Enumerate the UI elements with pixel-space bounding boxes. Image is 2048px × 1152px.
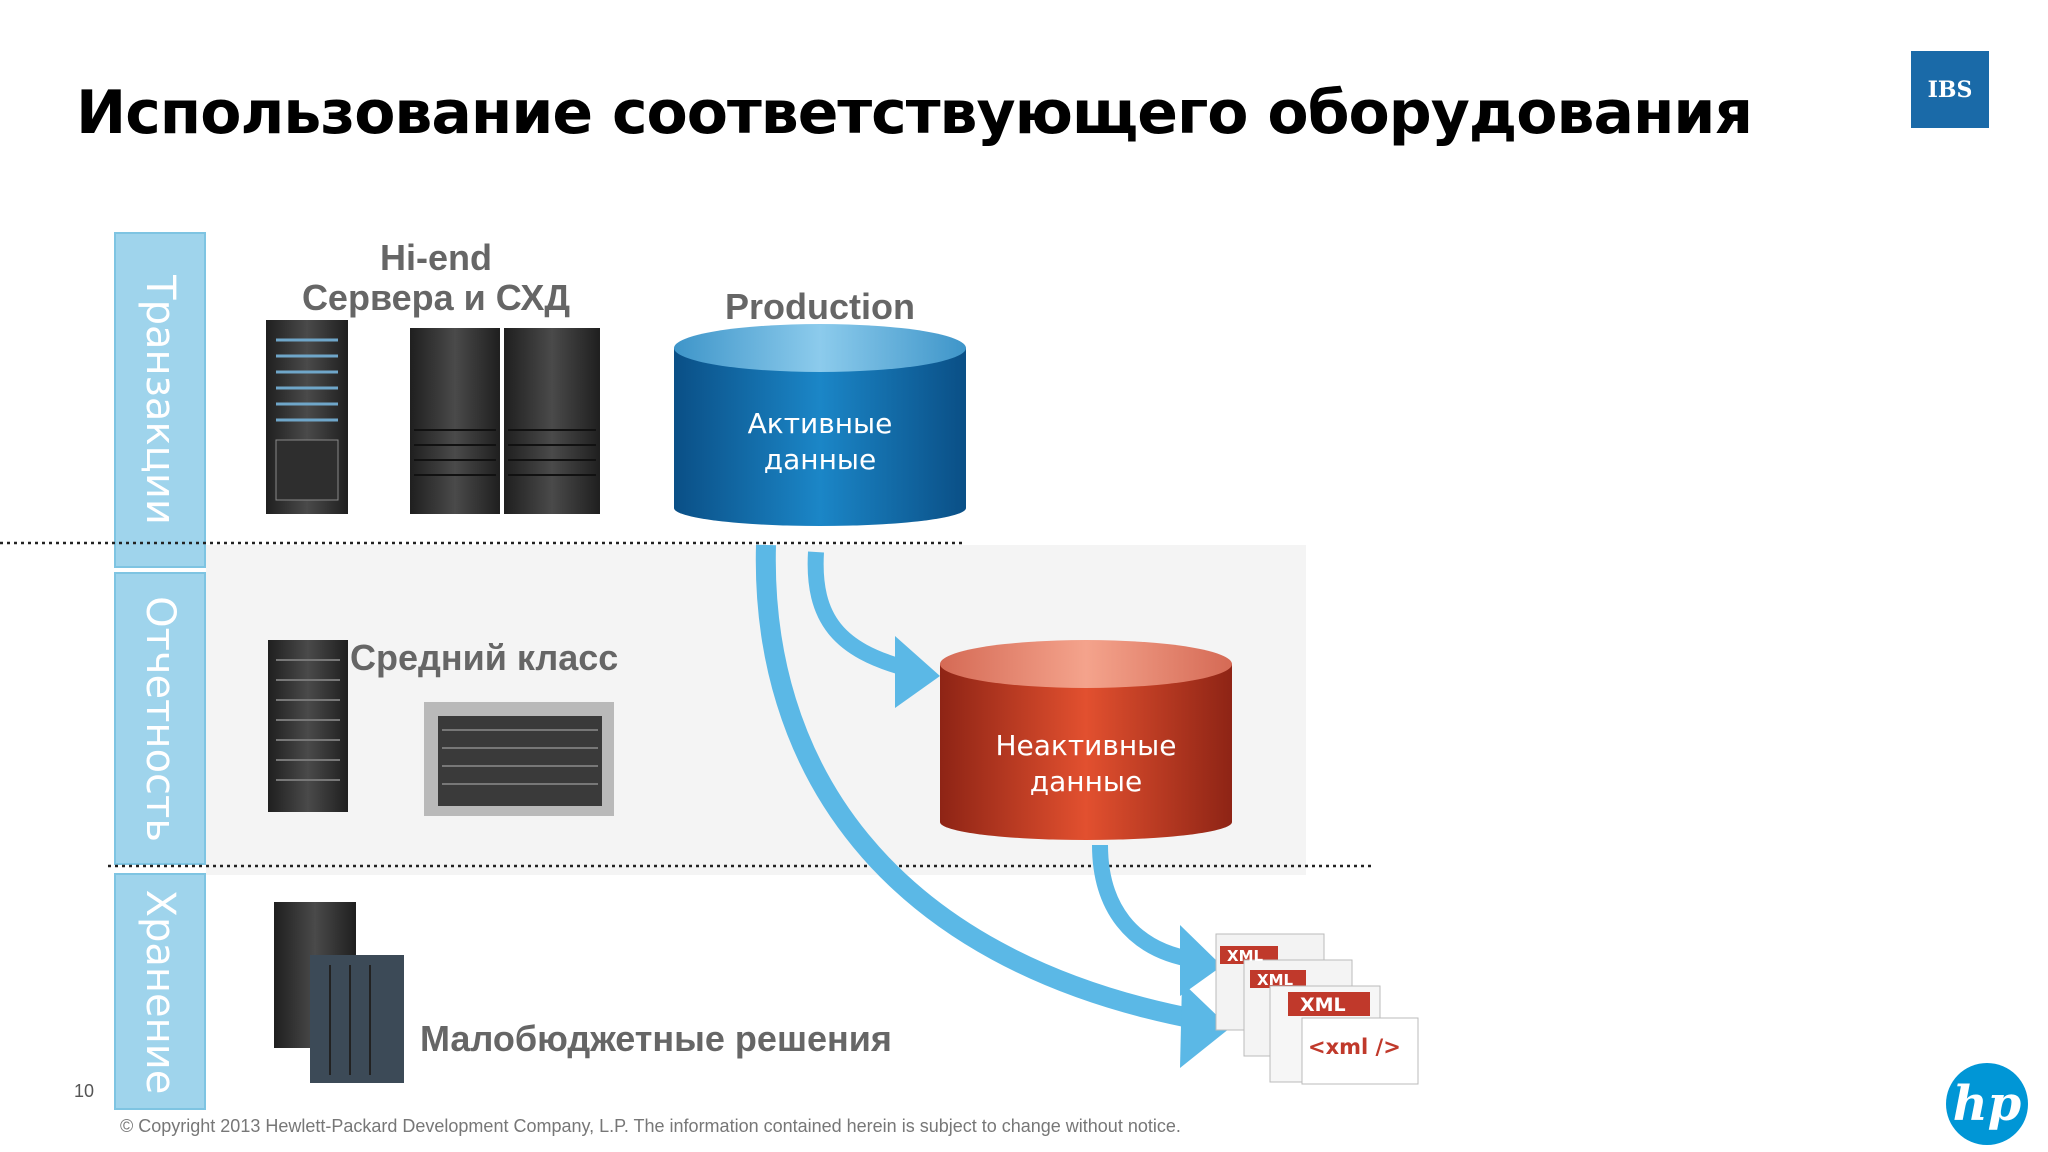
xml-label-2: XML	[1257, 971, 1293, 989]
production-label: Production	[725, 286, 915, 327]
xml-label-3: XML	[1300, 994, 1346, 1016]
active-data-cylinder	[674, 324, 966, 526]
band-storage: Хранение	[114, 873, 206, 1110]
arrow-to-xml-long	[755, 544, 1230, 1068]
inactive-data-label: Неактивные данные	[940, 728, 1232, 800]
band-transactions: Транзакции	[114, 232, 206, 568]
active-data-line1: Активные	[747, 407, 893, 440]
copyright-text: © Copyright 2013 Hewlett-Packard Develop…	[120, 1116, 1181, 1136]
active-data-line2: данные	[763, 443, 877, 476]
arrow-to-xml-short	[1092, 844, 1222, 996]
xml-label-4: <xml />	[1308, 1035, 1401, 1059]
hp-logo: hp	[1946, 1063, 2028, 1145]
page-number: 10	[74, 1081, 95, 1101]
midrange-rack-image	[268, 640, 348, 812]
band-reporting: Отчетность	[114, 572, 206, 865]
inactive-data-line1: Неактивные	[995, 729, 1177, 762]
hiend-rack-server-image	[266, 320, 348, 514]
hiend-label: Hi-end Сервера и СХД	[286, 238, 586, 318]
midrange-label: Средний класс	[350, 637, 619, 678]
midrange-server-image	[424, 702, 614, 816]
active-data-label: Активные данные	[674, 406, 966, 478]
hiend-label-line1: Hi-end	[380, 237, 492, 278]
lowbudget-server-image	[274, 902, 404, 1083]
hiend-storage-image	[410, 328, 600, 514]
xml-label-1: XML	[1227, 947, 1263, 965]
lowbudget-label: Малобюджетные решения	[420, 1018, 892, 1059]
hiend-label-line2: Сервера и СХД	[301, 277, 571, 318]
page-title: Использование соответствующего оборудова…	[76, 78, 1753, 148]
ibs-logo: IBS	[1911, 51, 1989, 128]
inactive-data-line2: данные	[1029, 765, 1143, 798]
arrow-to-inactive	[807, 551, 940, 708]
inactive-data-cylinder	[940, 640, 1232, 840]
xml-documents-image: XML XML XML <xml />	[1215, 933, 1419, 1085]
